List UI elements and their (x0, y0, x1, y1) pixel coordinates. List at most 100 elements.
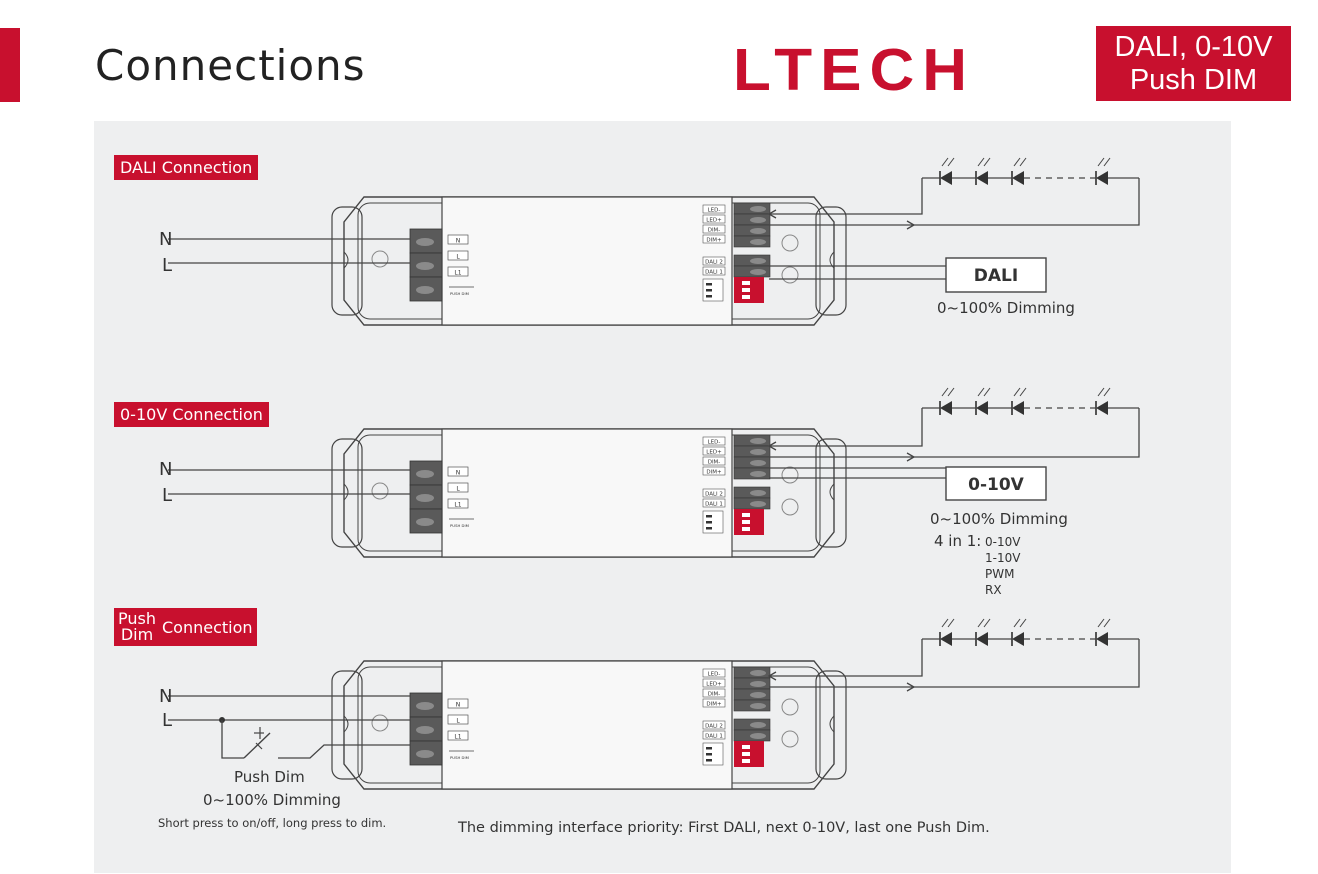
mounting-hole (781, 266, 799, 284)
dip-switch-slot (742, 295, 750, 299)
driver-body (441, 428, 733, 558)
led-minus-wire (769, 408, 923, 447)
output-terminal-text: DIM+ (706, 238, 722, 244)
mounting-flange-left (331, 438, 363, 548)
output-terminal-text: DIM- (708, 692, 721, 698)
dip-legend-mark (706, 283, 712, 286)
terminal-screw (750, 217, 766, 223)
push-dim-mark: PUSH DIM (450, 523, 469, 528)
mounting-hole (371, 714, 389, 732)
dip-legend-mark (706, 753, 712, 756)
led-diode (1012, 401, 1024, 415)
output-terminal-tag (702, 730, 726, 740)
output-terminal-text: DIM- (708, 228, 721, 234)
dim-word: Dim (120, 625, 154, 644)
terminal-screw (750, 692, 766, 698)
terminal-screw (750, 681, 766, 687)
output-terminal-tag (702, 224, 726, 234)
driver-housing (343, 660, 835, 790)
mounting-hole (781, 730, 799, 748)
output-terminal-tag (702, 256, 726, 266)
wire-n-label: N (159, 459, 173, 480)
led-ray (983, 157, 991, 167)
terminal-screw (416, 262, 434, 270)
driver-housing (343, 428, 835, 558)
led-diode (1096, 171, 1108, 185)
led-ray (941, 157, 949, 167)
input-terminal-text: N (456, 470, 461, 477)
led-ray (941, 387, 949, 397)
input-terminal-tag (447, 234, 469, 245)
terminal-screw (750, 490, 766, 496)
output-terminal-tag (702, 214, 726, 224)
push-switch-name: Push Dim (234, 768, 305, 786)
mounting-flange-right (815, 206, 847, 316)
mounting-flange-left (331, 670, 363, 780)
terminal-screw (750, 670, 766, 676)
mode-badge-line2: Push DIM (1129, 63, 1258, 96)
output-terminal-text: LED- (708, 672, 721, 678)
mounting-flange-right (815, 670, 847, 780)
switch-wire-left (221, 720, 244, 759)
mounting-hole (781, 498, 799, 516)
led-ray (1019, 157, 1027, 167)
mode-1-10v: 1-10V (985, 551, 1021, 565)
terminal-screw (416, 238, 434, 246)
led-diode (1012, 632, 1024, 646)
led-ray (977, 387, 985, 397)
output-terminal-tag (702, 466, 726, 476)
led-diode (976, 632, 988, 646)
led-string (922, 618, 1139, 646)
led-ray (947, 387, 955, 397)
terminal-screw (750, 722, 766, 728)
output-terminal-tag (702, 488, 726, 498)
led-minus-wire (769, 639, 923, 677)
dip-legend-mark (706, 527, 712, 530)
dip-switch-slot (742, 281, 750, 285)
push-dim-connection-label: Push Dim Connection (114, 608, 257, 646)
mode-pwm: PWM (985, 567, 1015, 581)
led-ray (1097, 618, 1105, 628)
terminal-screw (416, 494, 434, 502)
dip-switch-slot (742, 513, 750, 517)
dip-switch-slot (742, 759, 750, 763)
arrow-head (767, 671, 777, 681)
dip-switch-slot (742, 520, 750, 524)
output-terminal-tag (702, 204, 726, 214)
input-terminal-text: L (456, 718, 460, 725)
v010-modes-prefix: 4 in 1: (934, 532, 982, 550)
led-diode (976, 171, 988, 185)
input-terminal-tag (447, 266, 469, 277)
push-switch-blade (243, 732, 271, 759)
side-notch (829, 715, 835, 733)
led-return-wire (914, 408, 1140, 458)
output-terminal-tag (702, 234, 726, 244)
input-terminal-tag (447, 250, 469, 261)
led-ray (947, 618, 955, 628)
dip-legend-mark (706, 289, 712, 292)
output-terminal-text: DIM+ (706, 702, 722, 708)
mounting-hole (781, 466, 799, 484)
dali-connection-label: DALI Connection (114, 155, 259, 180)
output-terminal-tag (702, 456, 726, 466)
input-terminal-text: N (456, 702, 461, 709)
terminal-screw (750, 703, 766, 709)
terminal-screw (750, 733, 766, 739)
output-terminal-tag (702, 498, 726, 508)
push-word: Push (118, 609, 156, 628)
driver-body (441, 660, 733, 790)
dip-switch-slot (742, 527, 750, 531)
push-dim-mark: PUSH DIM (450, 755, 469, 760)
mode-rx: RX (985, 583, 1002, 597)
terminal-screw (750, 471, 766, 477)
mode-0-10v: 0-10V (985, 535, 1021, 549)
led-diode (940, 632, 952, 646)
wire-n-label: N (159, 686, 173, 707)
wire-n-label: N (159, 229, 173, 250)
side-notch (343, 483, 349, 501)
mounting-hole (781, 698, 799, 716)
wire-l-label: L (162, 485, 173, 506)
